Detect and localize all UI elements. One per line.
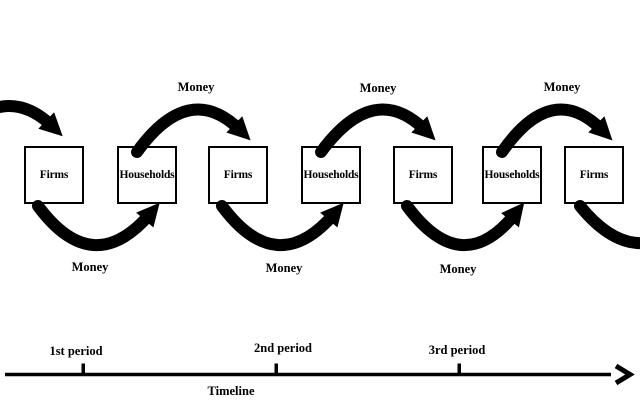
node-label: Households: [119, 169, 175, 181]
period-label-2: 2nd period: [253, 341, 313, 355]
node-firms-2: Firms: [208, 146, 268, 204]
money-label-bottom-2: Money: [265, 261, 303, 275]
node-firms-4: Firms: [564, 146, 624, 204]
money-flow-arc-bottom-1: [32, 200, 160, 252]
money-label-bottom-3: Money: [439, 262, 477, 276]
node-firms-1: Firms: [24, 146, 84, 204]
node-label: Firms: [579, 169, 609, 181]
period-label-3: 3rd period: [428, 343, 486, 357]
node-label: Households: [484, 169, 540, 181]
timeline-label: Timeline: [207, 384, 255, 398]
money-label-top-3: Money: [543, 80, 581, 94]
money-flow-arc-bottom-3: [401, 200, 525, 252]
node-households-3: Households: [482, 146, 542, 204]
timeline-arrowhead-icon: [614, 363, 635, 386]
timeline-tick-2: [274, 363, 278, 375]
money-label-top-2: Money: [359, 81, 397, 95]
money-flow-arc-bottom-exit: [574, 200, 640, 250]
period-label-1: 1st period: [49, 344, 103, 358]
node-label: Firms: [39, 169, 69, 181]
money-flow-arc-bottom-2: [216, 200, 344, 252]
money-label-top-1: Money: [177, 80, 215, 94]
timeline-tick-1: [81, 363, 85, 375]
node-label: Firms: [408, 169, 438, 181]
node-label: Firms: [223, 169, 253, 181]
node-firms-3: Firms: [393, 146, 453, 204]
node-households-1: Households: [117, 146, 177, 204]
money-flow-arc-top-entry: [0, 100, 63, 137]
timeline-tick-3: [457, 363, 461, 375]
node-label: Households: [303, 169, 359, 181]
money-label-bottom-1: Money: [71, 260, 109, 274]
node-households-2: Households: [301, 146, 361, 204]
